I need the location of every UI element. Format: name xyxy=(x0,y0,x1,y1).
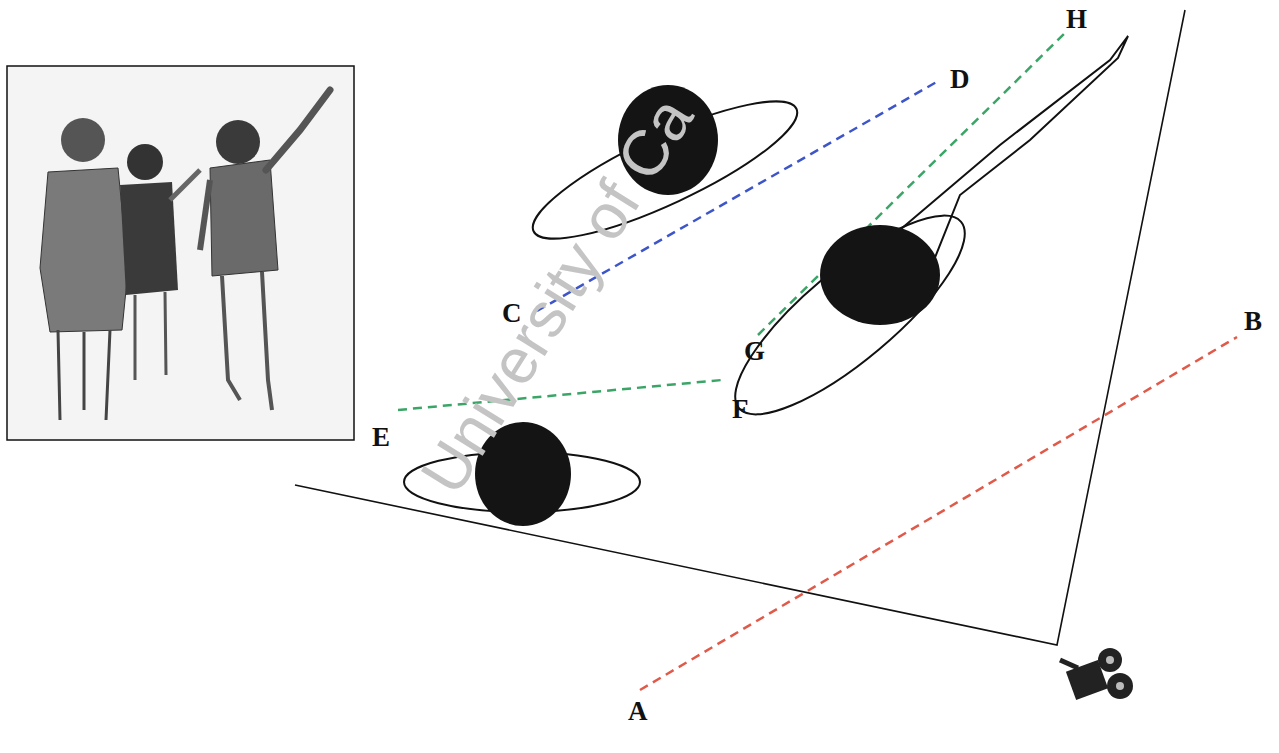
point-label: G xyxy=(744,338,765,365)
point-label: C xyxy=(502,300,522,327)
point-label: B xyxy=(1244,308,1262,335)
point-label: A xyxy=(628,698,648,725)
point-label: F xyxy=(732,396,749,423)
point-label: H xyxy=(1066,6,1087,33)
point-label: E xyxy=(372,424,390,451)
inset-sketch xyxy=(7,66,354,440)
point-label: D xyxy=(950,66,970,93)
camera-icon xyxy=(1060,648,1133,700)
